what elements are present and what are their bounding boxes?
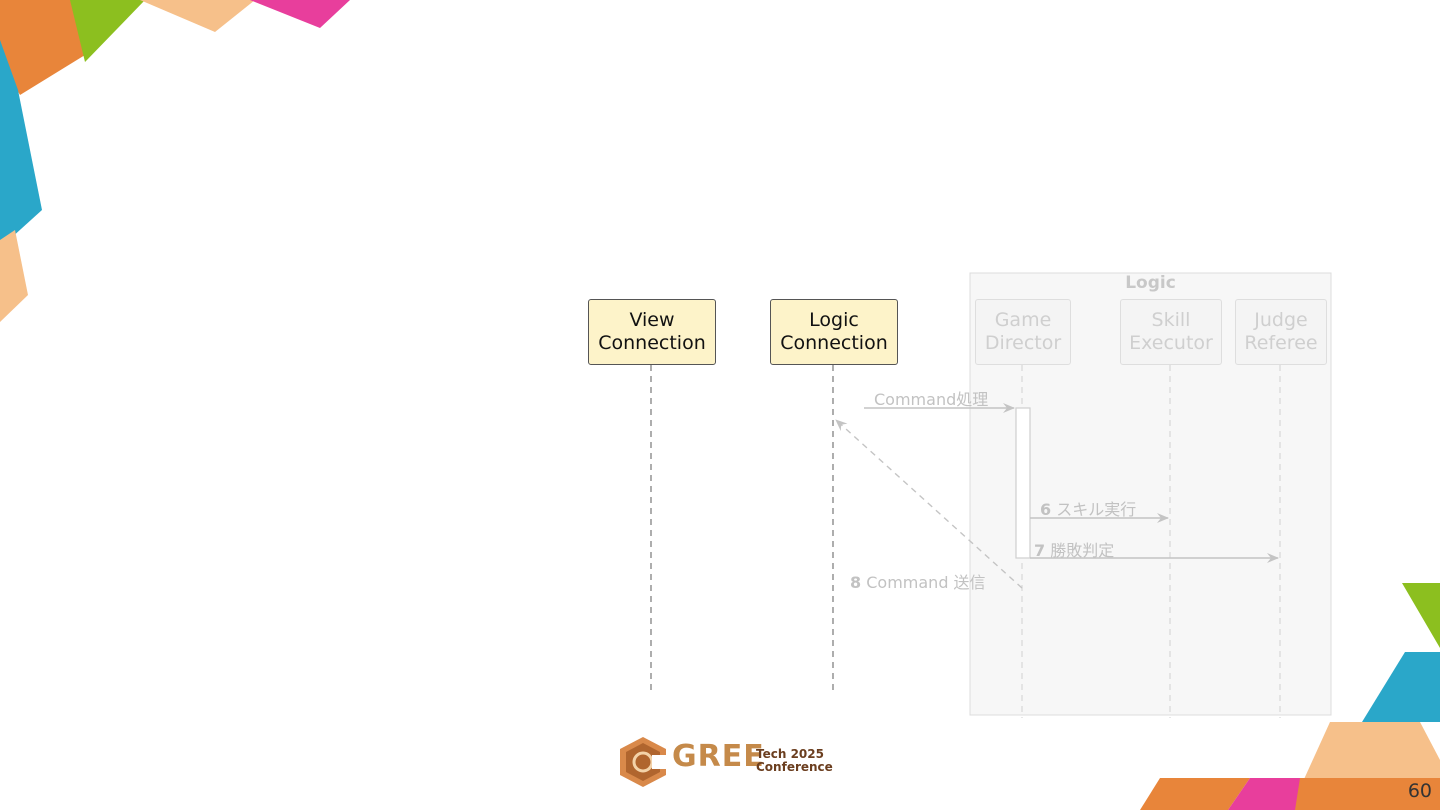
message-number: 7 (1034, 541, 1045, 560)
participant-line2: Director (985, 332, 1061, 355)
logo-year: 2025 (791, 747, 824, 761)
message-text: 勝敗判定 (1050, 541, 1114, 560)
participant-judge-referee: Judge Referee (1235, 299, 1327, 365)
message-command-processing: Command処理 (874, 386, 988, 410)
message-judgement: 7 勝敗判定 (1034, 537, 1114, 561)
message-text: スキル実行 (1056, 500, 1136, 519)
participant-line1: Logic (809, 309, 859, 332)
participant-line2: Executor (1129, 332, 1213, 355)
participant-line1: View (629, 309, 674, 332)
message-text: Command 送信 (866, 573, 985, 592)
participant-skill-executor: Skill Executor (1120, 299, 1222, 365)
participant-line1: Game (995, 309, 1052, 332)
participant-line1: Judge (1254, 309, 1307, 332)
logo-hexagon-icon (616, 735, 670, 789)
gree-tech-conference-logo: GREE Tech 2025 Conference (616, 735, 836, 789)
logo-conference: Conference (756, 761, 833, 774)
message-send-command: 8 Command 送信 (850, 569, 986, 593)
message-number: 8 (850, 573, 861, 592)
page-number: 60 (1408, 780, 1432, 802)
group-title: Logic (970, 273, 1331, 293)
participant-line2: Connection (598, 332, 706, 355)
participant-view-connection: View Connection (588, 299, 716, 365)
message-number: 6 (1040, 500, 1051, 519)
game-director-activation (1016, 408, 1030, 558)
logo-tech: Tech (756, 747, 786, 761)
logo-word: GREE (672, 739, 765, 774)
participant-line2: Referee (1244, 332, 1317, 355)
participant-logic-connection: Logic Connection (770, 299, 898, 365)
participant-line1: Skill (1152, 309, 1191, 332)
participant-line2: Connection (780, 332, 888, 355)
message-skill-execution: 6 スキル実行 (1040, 496, 1136, 520)
message-text: Command処理 (874, 390, 988, 409)
participant-game-director: Game Director (975, 299, 1071, 365)
